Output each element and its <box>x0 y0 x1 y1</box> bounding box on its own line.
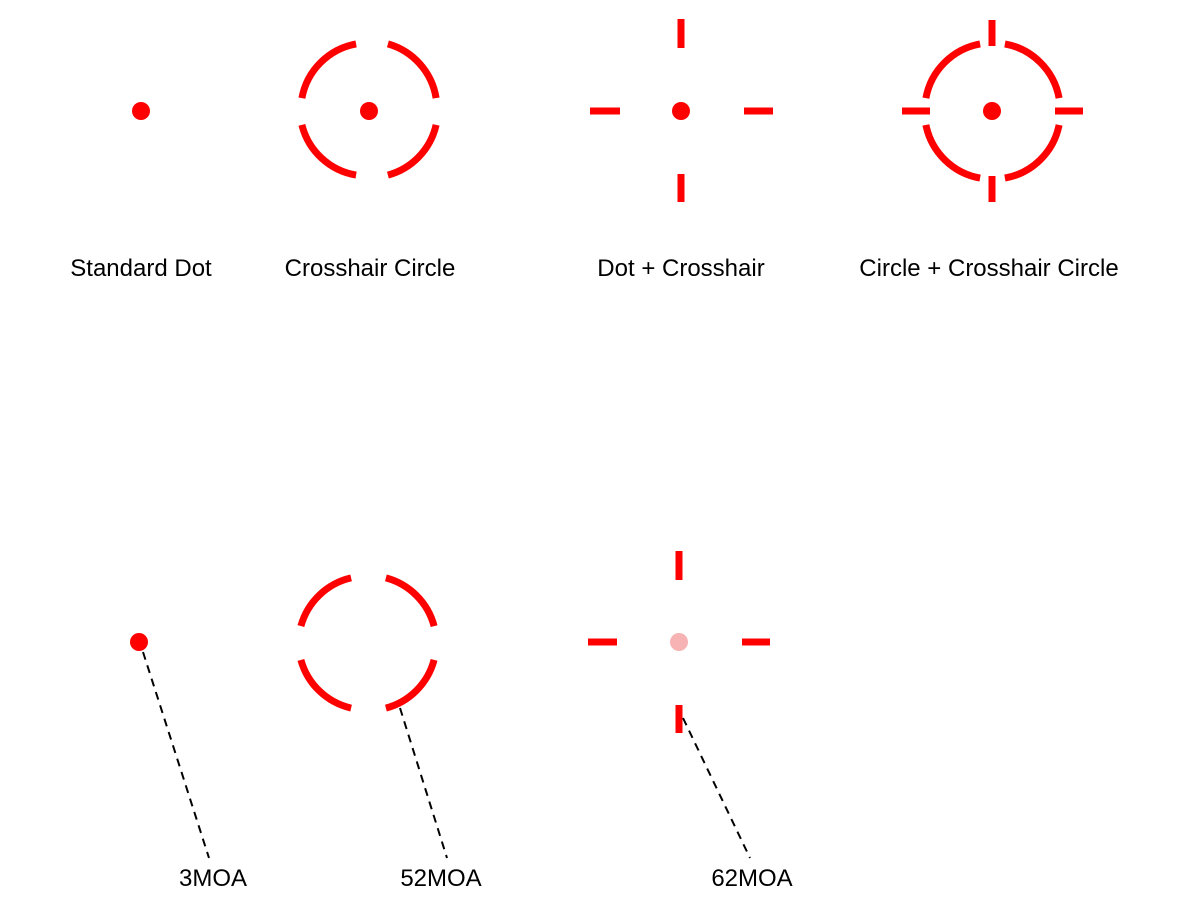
circle-arc-top-right <box>384 574 438 628</box>
circle-arc-top-right <box>386 40 440 99</box>
center-dot <box>130 633 148 651</box>
center-dot <box>983 102 1001 120</box>
label-62moa: 62MOA <box>711 865 792 892</box>
reticle-dot-crosshair <box>590 19 773 202</box>
reticle-crosshair-circle <box>298 40 440 179</box>
leader-line <box>142 651 210 859</box>
leader-line <box>682 717 751 859</box>
circle-arc-top-left <box>298 40 357 99</box>
circle-arc-top-right <box>1004 40 1063 99</box>
center-dot <box>672 102 690 120</box>
reticle-crosshair-62moa <box>588 551 770 859</box>
circle-arc-bottom-left <box>298 123 357 179</box>
leader-line <box>399 707 448 859</box>
circle-arc-top-left <box>297 574 352 628</box>
circle-arc-bottom-right <box>1004 124 1063 182</box>
reticle-circle-crosshair-circle <box>902 20 1083 202</box>
reticle-standard-dot <box>132 102 150 120</box>
label-dot-crosshair: Dot + Crosshair <box>597 255 764 282</box>
circle-arc-bottom-left <box>922 124 981 182</box>
center-dot <box>132 102 150 120</box>
circle-arc-bottom-right <box>384 658 438 712</box>
circle-arc-top-left <box>922 40 981 99</box>
circle-arc-bottom-right <box>386 124 440 179</box>
reticle-dot-3moa <box>130 633 210 859</box>
center-dot-faded <box>670 633 688 651</box>
label-52moa: 52MOA <box>400 865 481 892</box>
label-crosshair-circle: Crosshair Circle <box>285 255 456 282</box>
label-standard-dot: Standard Dot <box>70 255 212 282</box>
label-3moa: 3MOA <box>179 865 247 892</box>
center-dot <box>360 102 378 120</box>
label-circle-crosshair-circle: Circle + Crosshair Circle <box>859 255 1118 282</box>
circle-arc-bottom-left <box>297 658 352 712</box>
reticle-circle-52moa <box>297 574 448 859</box>
